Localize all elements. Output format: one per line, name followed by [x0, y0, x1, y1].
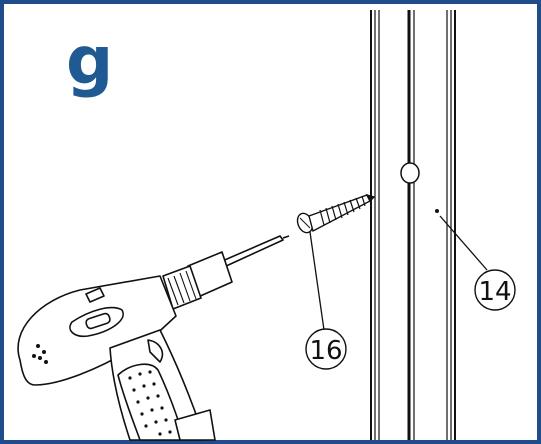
callout-number: 14: [478, 277, 511, 307]
door-profile-icon: [370, 10, 456, 440]
step-letter: g: [66, 22, 114, 99]
callout-number: 16: [309, 336, 342, 366]
screw-hole: [400, 162, 420, 184]
leader-line-16: [309, 231, 325, 331]
leader-line-14: [439, 215, 488, 271]
screw-icon: [296, 193, 376, 234]
callout-14: 14: [474, 269, 516, 311]
callout-16: 16: [305, 328, 347, 370]
cordless-drill-icon: [17, 235, 290, 441]
